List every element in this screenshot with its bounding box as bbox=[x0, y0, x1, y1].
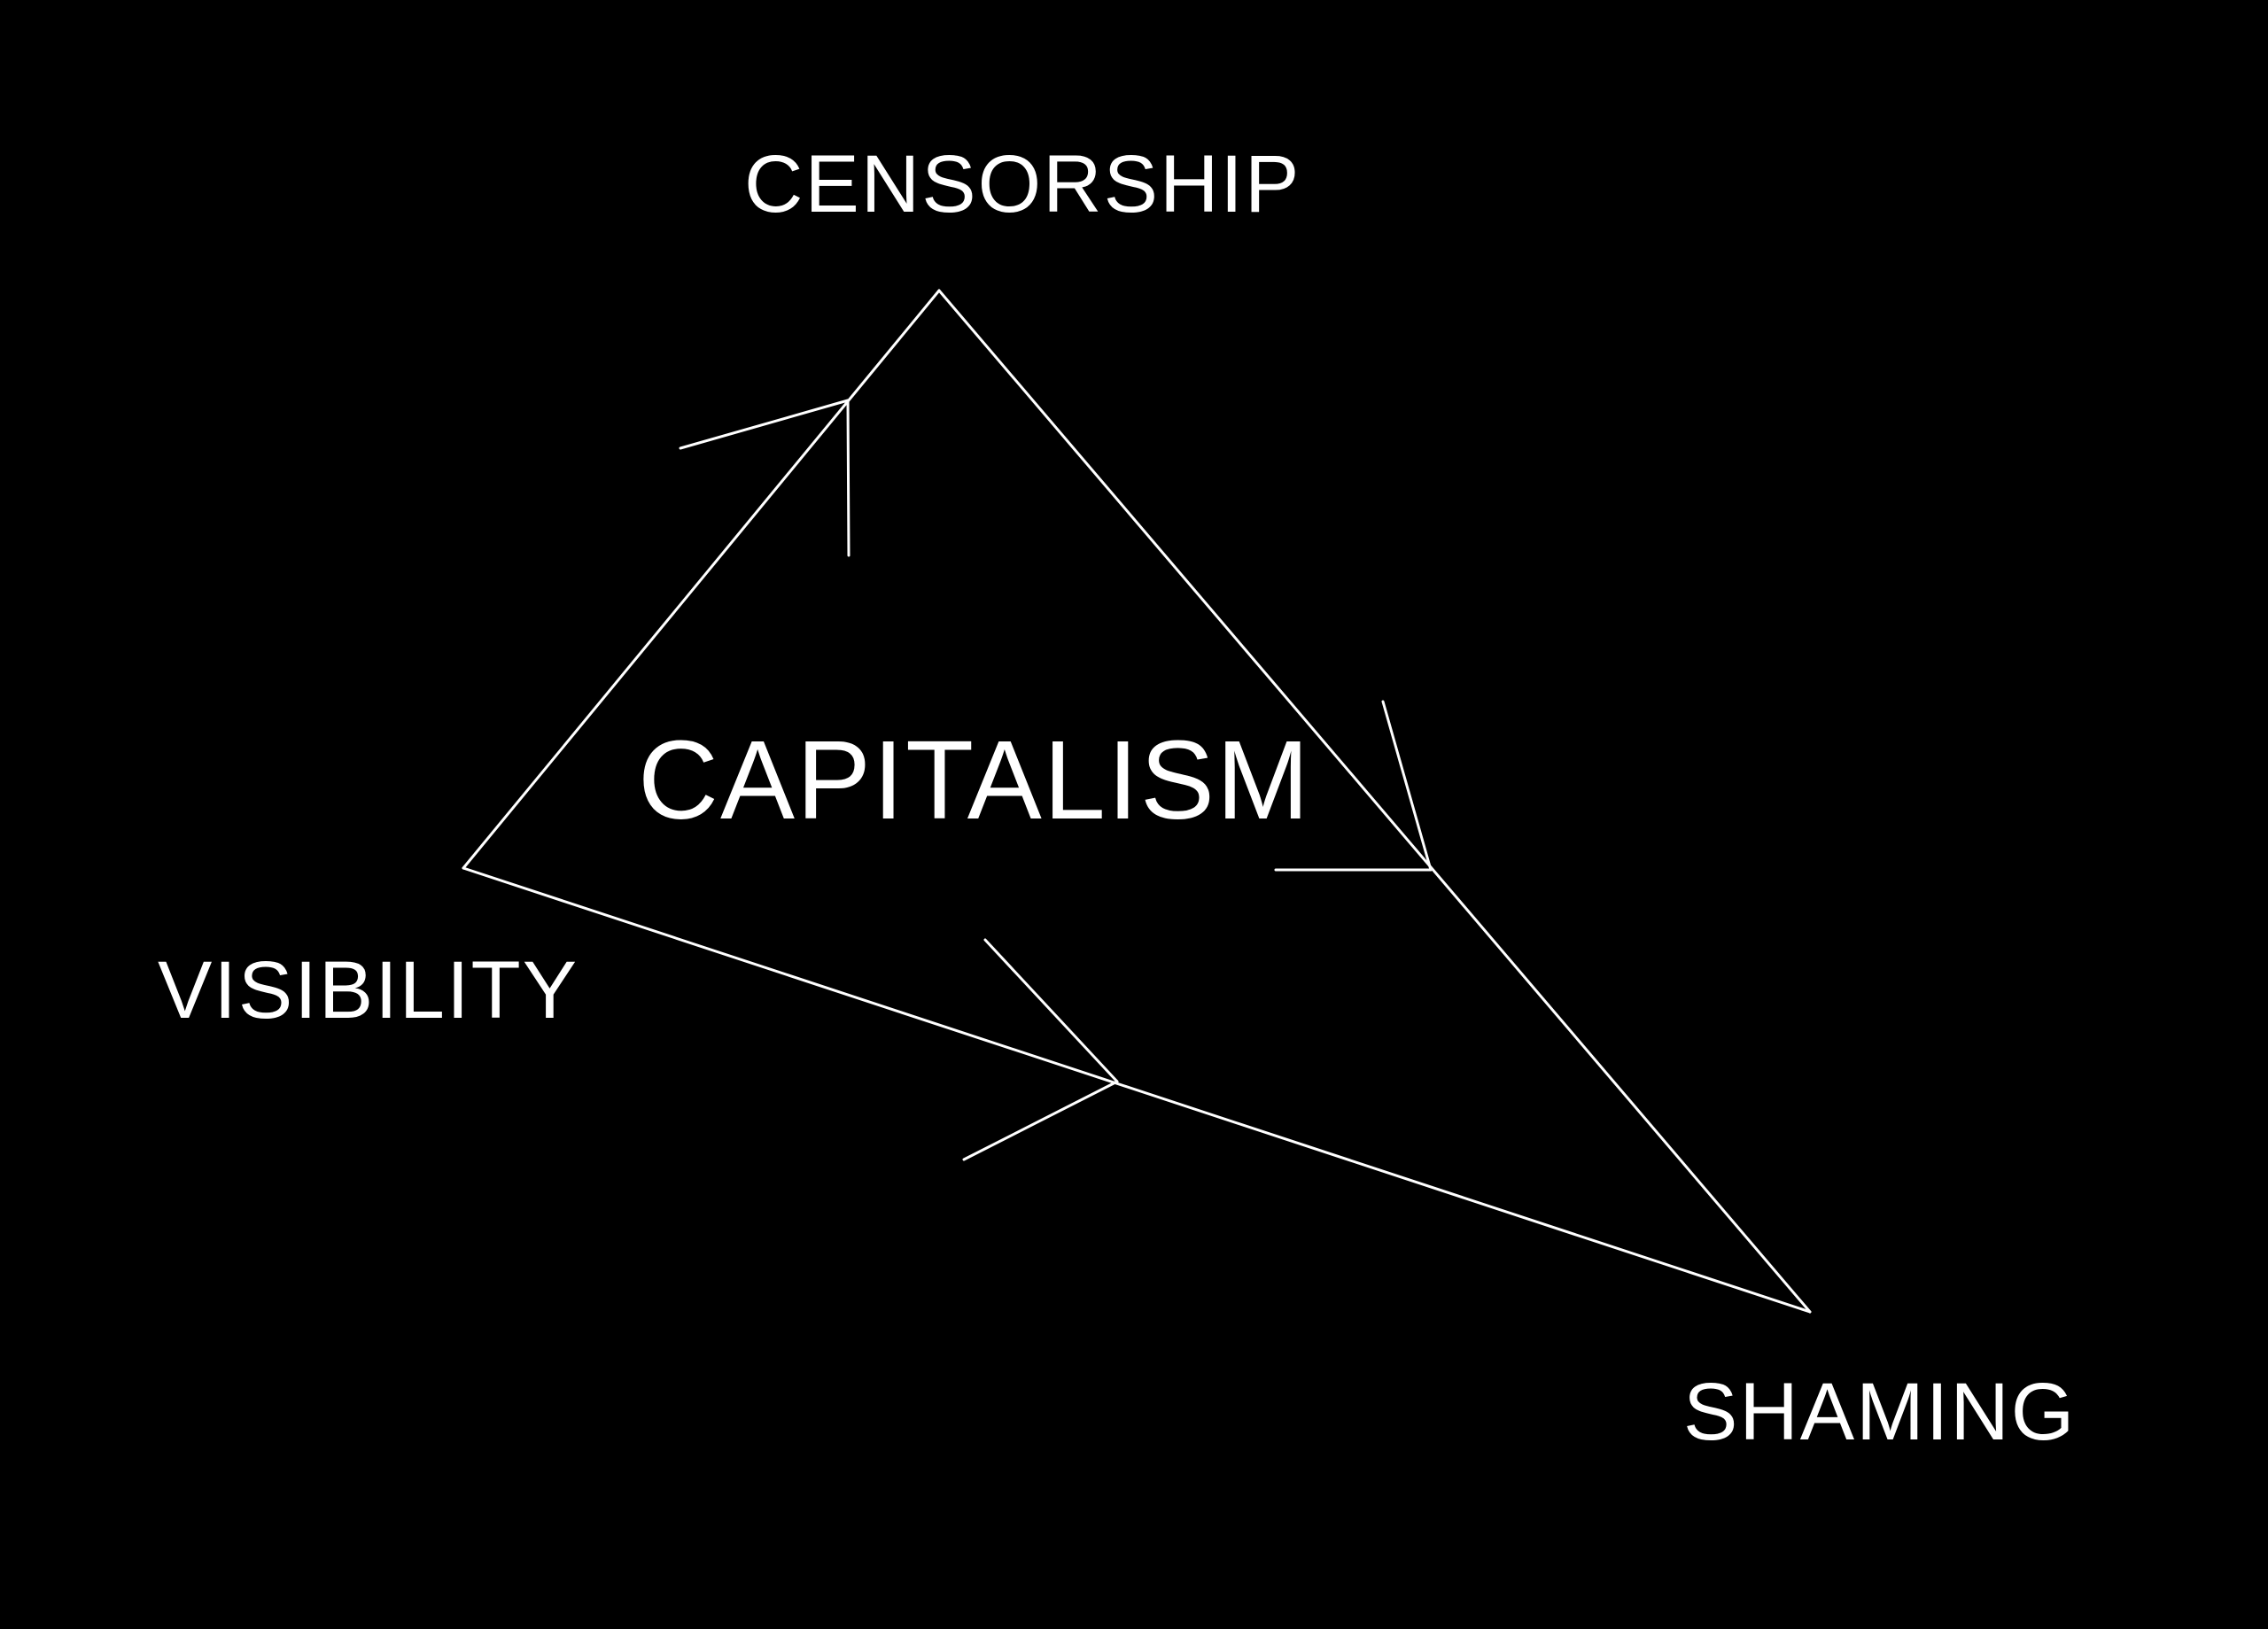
label-censorship: CENSORSHIP bbox=[744, 139, 1301, 229]
arrow-left-edge-barb-1 bbox=[679, 399, 850, 450]
label-visibility: VISIBILITY bbox=[158, 945, 579, 1036]
edge-visibility-censorship bbox=[462, 289, 941, 870]
arrow-bottom-edge-barb-2 bbox=[962, 1080, 1119, 1161]
label-capitalism: CAPITALISM bbox=[638, 718, 1311, 842]
edge-visibility-shaming bbox=[462, 866, 1812, 1314]
arrow-left-edge-barb-2 bbox=[846, 399, 850, 557]
arrow-right-edge-barb-1 bbox=[1381, 700, 1433, 872]
edge-censorship-shaming bbox=[937, 289, 1812, 1314]
arrow-bottom-edge-barb-1 bbox=[983, 938, 1119, 1083]
label-shaming: SHAMING bbox=[1683, 1367, 2077, 1457]
